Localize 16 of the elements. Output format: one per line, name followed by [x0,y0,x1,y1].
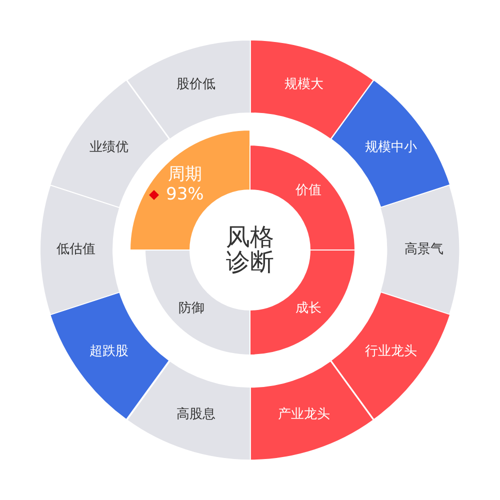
segment-label: 周期 [168,166,202,184]
segment-label: 超跌股 [90,345,129,360]
segment-label: 价值 [296,184,322,198]
percentage-value: 93% [166,185,204,204]
segment-label: 高景气 [404,242,444,258]
segment-label: 行业龙头 [364,345,417,360]
segment-label: 低估值 [56,242,96,258]
segment-label: 防御 [178,302,204,316]
segment-label: 高股息 [176,408,216,423]
segment-label: 规模大 [284,77,324,92]
segment-label: 规模中小 [364,140,417,155]
segment-label: 成长 [296,302,322,316]
segment-label: 产业龙头 [278,408,330,423]
center-title: 风格诊断 [225,224,275,276]
segment-label: 业绩优 [90,140,129,155]
segment-label: 股价低 [176,77,216,92]
